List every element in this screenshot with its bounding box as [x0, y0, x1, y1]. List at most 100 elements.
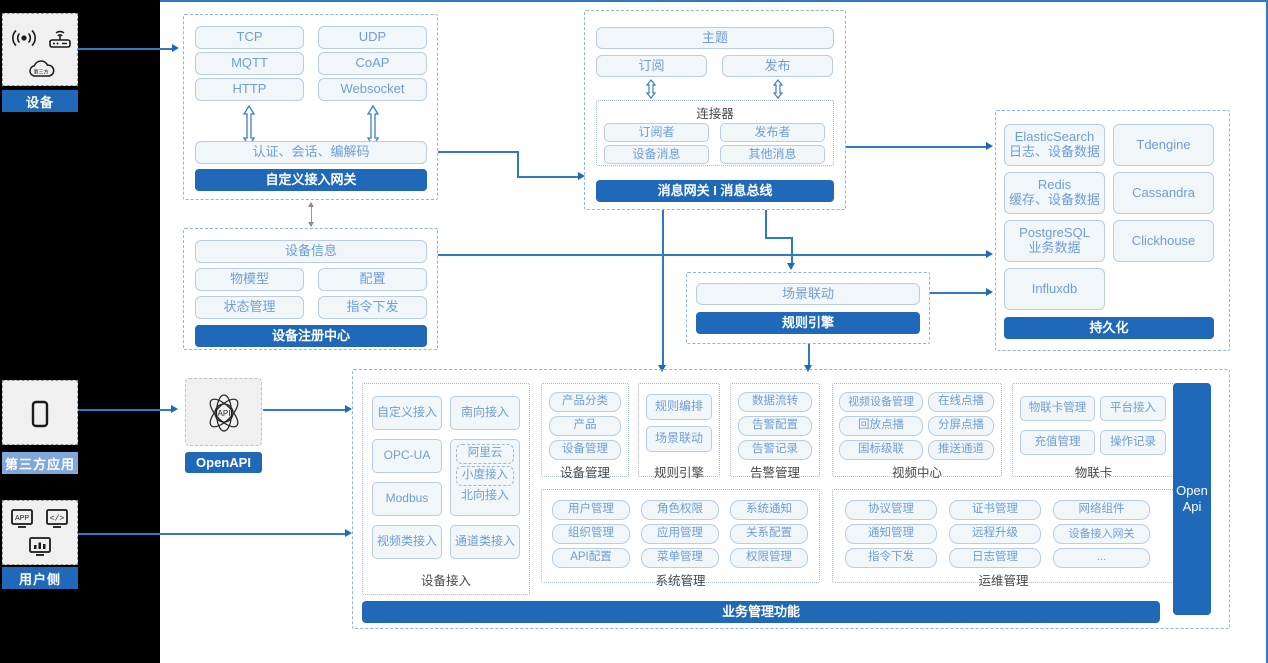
chip-label: 操作记录 [1110, 435, 1156, 448]
chip-platform-access[interactable]: 平台接入 [1100, 396, 1166, 421]
chip-video-device-management[interactable]: 视频设备管理 [839, 392, 923, 412]
chip-sublabel: 日志、设备数据 [1008, 144, 1100, 159]
chip-protocol-websocket[interactable]: Websocket [318, 78, 427, 101]
chip-southbound-access[interactable]: 南向接入 [450, 396, 520, 430]
chip-other-message[interactable]: 其他消息 [720, 145, 825, 164]
chip-thing-model[interactable]: 物模型 [195, 268, 304, 291]
device-registry-bar[interactable]: 设备注册中心 [195, 325, 427, 347]
chip-online-vod[interactable]: 在线点播 [928, 392, 994, 412]
chip-clickhouse[interactable]: Clickhouse [1113, 220, 1214, 262]
chip-modbus[interactable]: Modbus [372, 482, 442, 516]
chip-auth-session-codec[interactable]: 认证、会话、编解码 [195, 141, 427, 164]
chip-gb-cascade[interactable]: 国标级联 [839, 440, 923, 460]
chip-label: 国标级联 [858, 443, 904, 456]
chip-log-management[interactable]: 日志管理 [949, 548, 1041, 568]
chip-recharge-management[interactable]: 充值管理 [1020, 430, 1095, 455]
chip-permission-management[interactable]: 权限管理 [730, 548, 808, 568]
chip-influxdb[interactable]: Influxdb [1004, 268, 1105, 310]
rule-engine-bar[interactable]: 规则引擎 [696, 312, 920, 334]
chip-label: 视频类接入 [376, 534, 437, 549]
business-group-rule-engine [638, 383, 720, 477]
chip-channel-access[interactable]: 通道类接入 [450, 525, 520, 559]
chip-opc-ua[interactable]: OPC-UA [372, 439, 442, 473]
chip-tdengine[interactable]: Tdengine [1113, 124, 1214, 166]
chip-api-config[interactable]: API配置 [552, 548, 630, 568]
chip-relation-config[interactable]: 关系配置 [730, 524, 808, 544]
chip-push-channel[interactable]: 推送通道 [928, 440, 994, 460]
chip-label: 菜单管理 [657, 551, 703, 564]
chip-operation-record[interactable]: 操作记录 [1100, 430, 1166, 455]
chip-user-management[interactable]: 用户管理 [552, 500, 630, 520]
message-gateway-bus-bar[interactable]: 消息网关 I 消息总线 [596, 180, 834, 202]
chip-protocol-coap[interactable]: CoAP [318, 52, 427, 75]
chip-menu-management[interactable]: 菜单管理 [641, 548, 719, 568]
chip-subscriber[interactable]: 订阅者 [604, 123, 709, 142]
business-management-bar[interactable]: 业务管理功能 [362, 601, 1160, 623]
chip-label: Websocket [340, 81, 405, 97]
chip-label: 系统通知 [746, 503, 792, 516]
chip-remote-upgrade[interactable]: 远程升级 [949, 524, 1041, 544]
chip-command-dispatch-ops[interactable]: 指令下发 [845, 548, 937, 568]
chip-xiaodu-access[interactable]: 小度接入 [456, 466, 514, 486]
chip-more-ellipsis[interactable]: ... [1053, 548, 1150, 568]
chip-label: 物联卡管理 [1028, 401, 1087, 414]
chip-topic[interactable]: 主题 [596, 27, 834, 49]
third-party-icon-card [2, 380, 78, 445]
chip-device-message[interactable]: 设备消息 [604, 145, 709, 164]
chip-protocol-udp[interactable]: UDP [318, 26, 427, 49]
chip-org-management[interactable]: 组织管理 [552, 524, 630, 544]
chip-label: 设备信息 [284, 243, 337, 259]
chip-protocol-http[interactable]: HTTP [195, 78, 304, 101]
chip-protocol-management[interactable]: 协议管理 [845, 500, 937, 520]
chip-data-flow[interactable]: 数据流转 [738, 392, 812, 412]
chip-cassandra[interactable]: Cassandra [1113, 172, 1214, 214]
chip-role-permission[interactable]: 角色权限 [641, 500, 719, 520]
chip-rule-orchestration[interactable]: 规则编排 [646, 394, 712, 420]
chip-northbound-access-container[interactable]: 阿里云 小度接入 北向接入 [450, 439, 520, 516]
chip-redis[interactable]: Redis 缓存、设备数据 [1004, 172, 1105, 214]
arrowhead-openapi-to-business [345, 405, 352, 413]
top-border-line [160, 0, 1268, 2]
business-group-system-management [541, 489, 820, 583]
chip-playback-vod[interactable]: 回放点播 [839, 416, 923, 436]
chip-northbound-label: 北向接入 [460, 488, 509, 502]
chip-protocol-mqtt[interactable]: MQTT [195, 52, 304, 75]
chip-subscribe[interactable]: 订阅 [596, 55, 707, 77]
persistence-bar[interactable]: 持久化 [1004, 317, 1214, 339]
chip-iot-card-management[interactable]: 物联卡管理 [1020, 396, 1095, 421]
chip-label: 小度接入 [462, 469, 508, 482]
chip-protocol-tcp[interactable]: TCP [195, 26, 304, 49]
chip-product[interactable]: 产品 [549, 416, 621, 436]
custom-access-gateway-bar[interactable]: 自定义接入网关 [195, 169, 427, 191]
chip-publisher[interactable]: 发布者 [720, 123, 825, 142]
chip-device-access-gateway[interactable]: 设备接入网关 [1053, 524, 1150, 544]
chip-label: 自定义接入 [376, 405, 437, 420]
chip-app-management[interactable]: 应用管理 [641, 524, 719, 544]
chip-elasticsearch[interactable]: ElasticSearch 日志、设备数据 [1004, 124, 1105, 166]
chip-label: 组织管理 [568, 527, 614, 540]
chip-scene-linkage[interactable]: 场景联动 [696, 283, 920, 305]
chip-device-management[interactable]: 设备管理 [549, 440, 621, 460]
chip-scene-linkage-biz[interactable]: 场景联动 [646, 426, 712, 452]
chip-config[interactable]: 配置 [318, 268, 427, 291]
chip-network-component[interactable]: 网络组件 [1053, 500, 1150, 520]
chip-publish[interactable]: 发布 [722, 55, 833, 77]
chip-product-category[interactable]: 产品分类 [549, 392, 621, 412]
open-api-side-bar[interactable]: Open Api [1173, 383, 1211, 615]
chip-video-access[interactable]: 视频类接入 [372, 525, 442, 559]
chip-system-notice[interactable]: 系统通知 [730, 500, 808, 520]
chip-split-screen-vod[interactable]: 分屏点播 [928, 416, 994, 436]
chip-notice-management[interactable]: 通知管理 [845, 524, 937, 544]
chip-alarm-config[interactable]: 告警配置 [738, 416, 812, 436]
chip-command-dispatch[interactable]: 指令下发 [318, 296, 427, 319]
caption-iot-card: 物联卡 [1074, 466, 1113, 480]
chip-device-info[interactable]: 设备信息 [195, 240, 427, 263]
chip-postgresql[interactable]: PostgreSQL 业务数据 [1004, 220, 1105, 262]
chip-alarm-record[interactable]: 告警记录 [738, 440, 812, 460]
chip-aliyun[interactable]: 阿里云 [456, 444, 514, 464]
chip-state-management[interactable]: 状态管理 [195, 296, 304, 319]
openapi-bar[interactable]: OpenAPI [185, 452, 262, 473]
chip-custom-access[interactable]: 自定义接入 [372, 396, 442, 430]
api-atom-icon: API [203, 392, 245, 434]
chip-certificate-management[interactable]: 证书管理 [949, 500, 1041, 520]
